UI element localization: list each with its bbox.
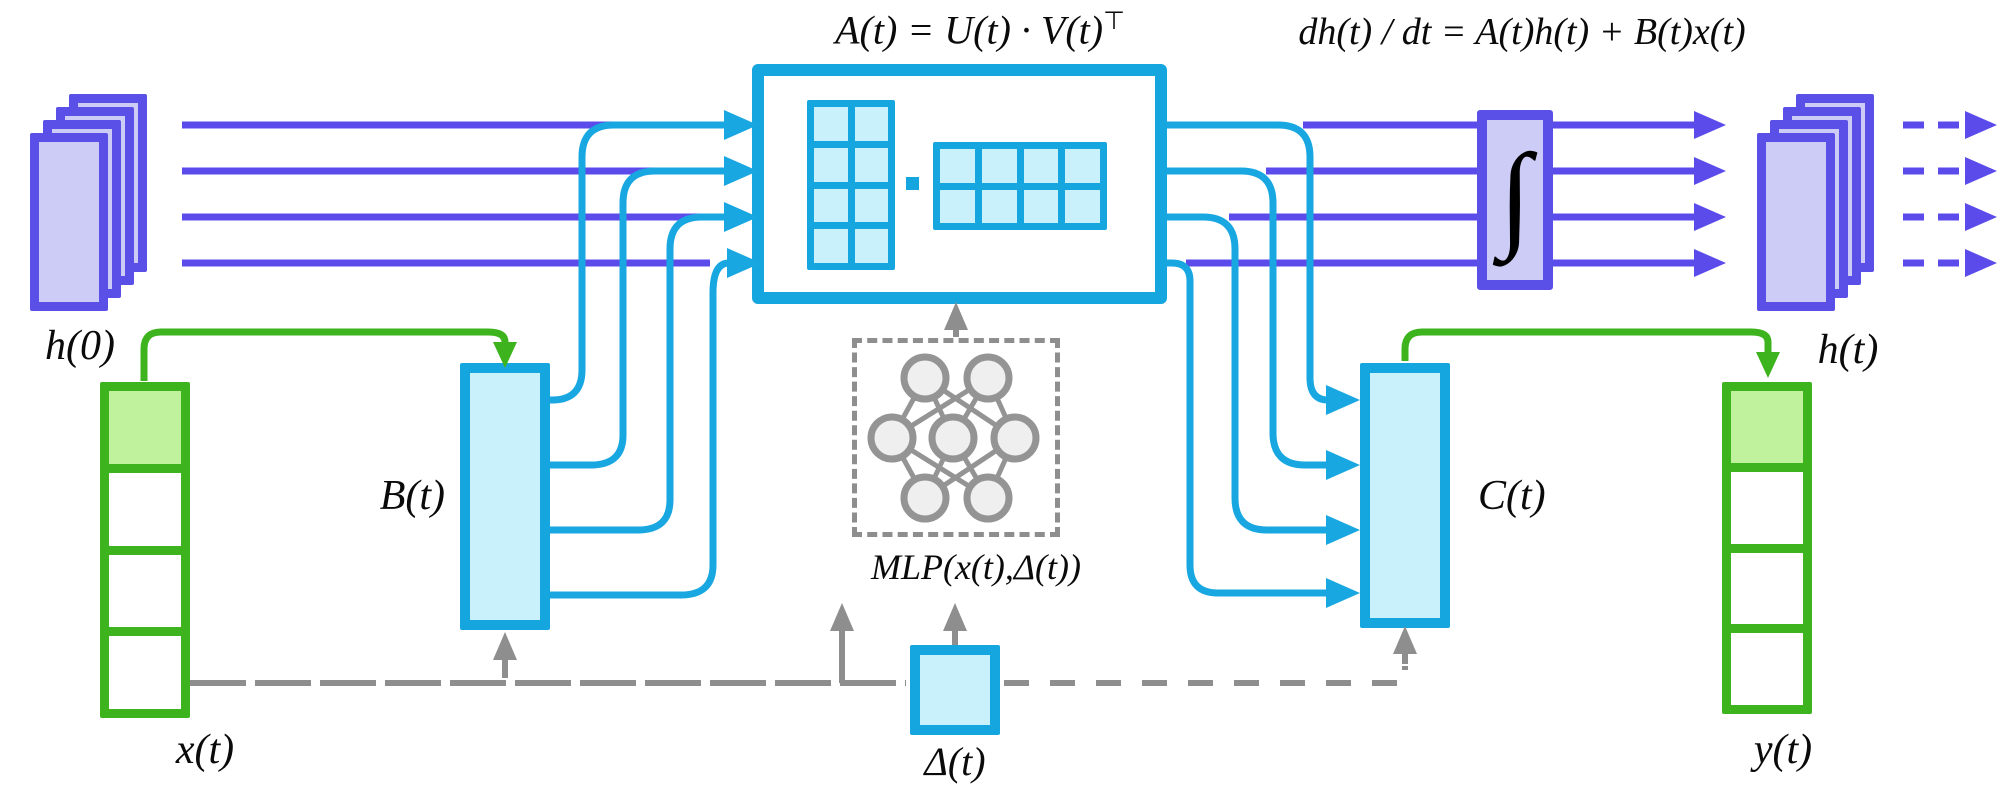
mlp-label: MLP(x(t),Δ(t)) — [870, 547, 1082, 587]
v-matrix-cell — [940, 189, 975, 223]
input-to-b-arrow — [140, 328, 517, 381]
hidden-state-label: h(t) — [1817, 327, 1879, 373]
input-vector-label: x(t) — [175, 727, 235, 773]
state-card — [1757, 133, 1835, 311]
u-matrix — [807, 100, 895, 270]
v-matrix-cell — [981, 189, 1017, 223]
hidden-state-lines-right — [1186, 111, 1726, 277]
output-vector — [1722, 382, 1812, 714]
output-vector-label: y(t) — [1753, 727, 1813, 773]
b-matrix-box — [460, 363, 550, 630]
u-matrix-cell — [854, 147, 888, 182]
hidden-state-lines-left — [182, 121, 710, 267]
v-matrix-cell — [981, 149, 1017, 183]
b-to-a-curves — [550, 110, 761, 599]
c-matrix-label: C(t) — [1478, 473, 1546, 519]
mlp-box — [852, 338, 1060, 537]
v-matrix-cell — [940, 149, 975, 183]
c-matrix-box — [1360, 363, 1450, 628]
factorization-formula: A(t) = U(t) · V(t)⊤ — [790, 6, 1170, 53]
integral-icon: ∫ — [1498, 130, 1532, 261]
initial-state-label: h(0) — [45, 323, 115, 369]
u-matrix-cell — [854, 107, 888, 141]
b-matrix-label: B(t) — [379, 473, 445, 519]
v-transpose-matrix — [933, 142, 1107, 230]
u-matrix-cell — [814, 188, 848, 223]
v-matrix-cell — [1065, 189, 1100, 223]
ode-formula: dh(t) / dt = A(t)h(t) + B(t)x(t) — [1298, 11, 1746, 53]
dot-product-icon — [906, 177, 919, 190]
v-matrix-cell — [1065, 149, 1100, 183]
input-vector-cell — [109, 472, 181, 546]
u-matrix-cell — [814, 107, 848, 141]
a-to-c-curves — [1167, 121, 1360, 608]
integral-box: ∫ — [1477, 110, 1553, 290]
u-matrix-cell — [814, 147, 848, 182]
input-vector-cell — [109, 554, 181, 628]
output-vector-cell-active — [1731, 391, 1803, 463]
delta-box — [910, 645, 1000, 735]
state-continuation-arrows — [1903, 111, 1997, 277]
input-vector-cell — [109, 636, 181, 709]
output-vector-cell — [1731, 471, 1803, 544]
v-matrix-cell — [1023, 149, 1059, 183]
v-matrix-cell — [1023, 189, 1059, 223]
c-to-output-arrow — [1401, 328, 1780, 378]
output-vector-cell — [1731, 552, 1803, 625]
transpose-superscript: ⊤ — [1103, 8, 1125, 35]
delta-label: Δ(t) — [924, 739, 986, 784]
input-vector-cell-active — [109, 391, 181, 464]
factorization-formula-main: A(t) = U(t) · V(t) — [835, 7, 1104, 53]
u-matrix-cell — [854, 188, 888, 223]
state-card — [30, 133, 108, 311]
output-vector-cell — [1731, 633, 1803, 705]
u-matrix-cell — [814, 229, 848, 263]
input-vector — [100, 382, 190, 718]
delta-dashed-line — [1004, 666, 1408, 686]
u-matrix-cell — [854, 229, 888, 263]
